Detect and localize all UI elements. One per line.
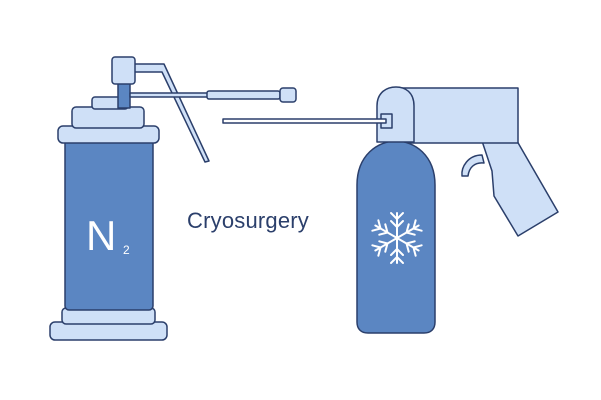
probe-tube <box>129 92 211 98</box>
spray-gun-grip <box>481 140 559 237</box>
canister-ring-upper <box>71 106 145 129</box>
snowflake-arm <box>390 237 404 264</box>
spray-gun-head <box>399 87 519 144</box>
snowflake-arm <box>371 219 398 239</box>
snowflake-arm <box>396 219 423 239</box>
canister-label-subscript: 2 <box>123 243 130 257</box>
spray-gun-trigger <box>461 154 485 177</box>
snowflake-icon <box>371 212 423 264</box>
snowflake-arm <box>396 237 423 257</box>
canister-label-symbol: N <box>86 212 116 259</box>
valve-knob <box>111 56 136 85</box>
spray-probe-rod <box>222 118 387 124</box>
snowflake-arm <box>390 212 404 239</box>
snowflake-arm <box>371 237 398 257</box>
nitrogen-canister: N 2 <box>49 56 297 341</box>
diagram-title: Cryosurgery <box>187 208 310 233</box>
probe-tip <box>279 87 297 103</box>
probe-shaft <box>206 90 281 100</box>
